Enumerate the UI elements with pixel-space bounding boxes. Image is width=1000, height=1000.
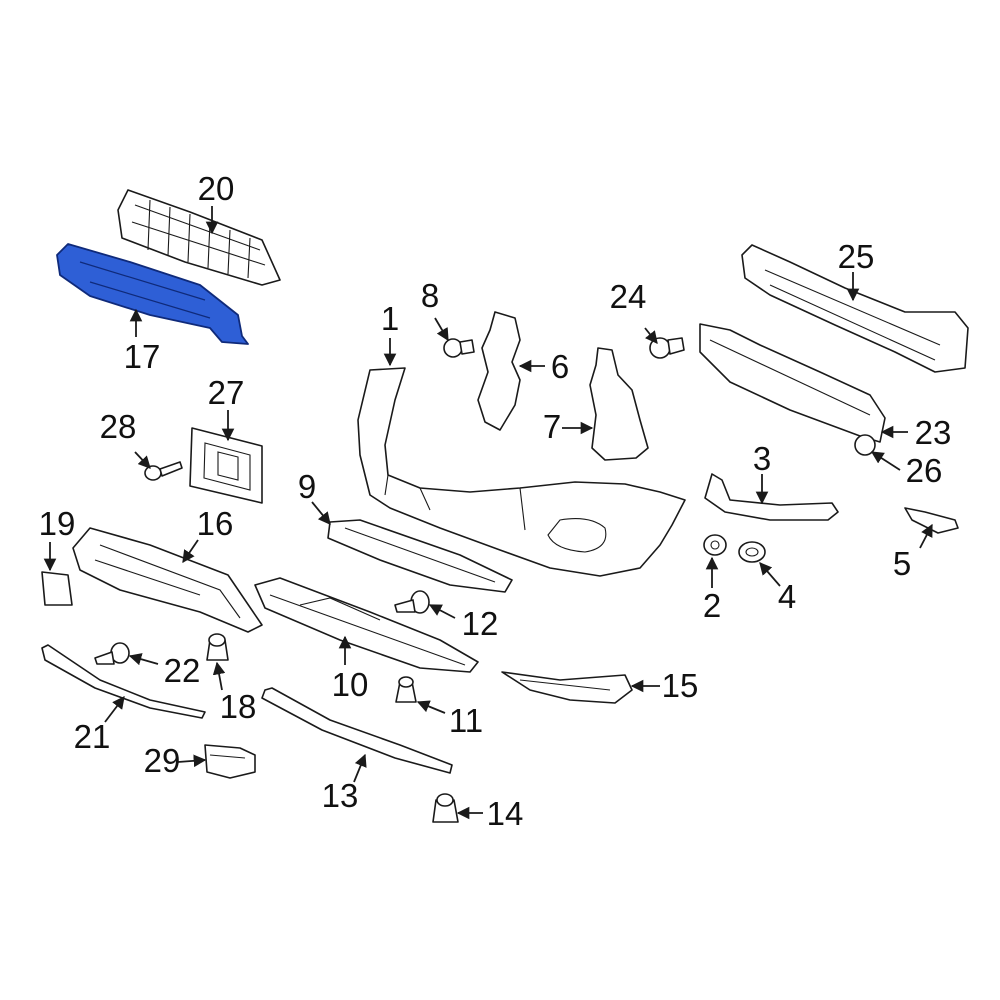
part-11-clip[interactable] — [395, 676, 417, 703]
callout-23: 23 — [915, 414, 952, 451]
callout-17: 17 — [124, 338, 161, 375]
callout-6: 6 — [551, 348, 569, 385]
part-9-under-cover[interactable] — [327, 519, 513, 593]
part-7-bracket[interactable] — [589, 347, 649, 461]
callout-27: 27 — [208, 374, 245, 411]
part-16-grille-frame[interactable] — [72, 527, 263, 633]
callout-8: 8 — [421, 277, 439, 314]
part-14-clip[interactable] — [432, 793, 459, 823]
callout-12: 12 — [462, 605, 499, 642]
callout-19: 19 — [39, 505, 76, 542]
part-4-grommet[interactable] — [738, 541, 766, 563]
part-2-fastener[interactable] — [703, 534, 727, 556]
part-5-bracket[interactable] — [904, 507, 959, 534]
part-6-bracket[interactable] — [477, 311, 521, 431]
part-21-molding[interactable] — [41, 644, 206, 719]
part-29-sensor[interactable] — [204, 744, 256, 779]
part-18-clip[interactable] — [206, 633, 229, 661]
part-10-splash-shield[interactable] — [254, 577, 479, 673]
callout-15: 15 — [662, 667, 699, 704]
callout-20: 20 — [198, 170, 235, 207]
part-19-fog-cover[interactable] — [41, 571, 73, 606]
callout-labels: 20 17 27 28 1 8 6 7 24 25 23 26 3 5 2 4 … — [39, 170, 952, 832]
part-27-license-bracket[interactable] — [189, 427, 263, 504]
callout-28: 28 — [100, 408, 137, 445]
part-3-spacer[interactable] — [704, 473, 839, 521]
callout-1: 1 — [381, 300, 399, 337]
callout-4: 4 — [778, 578, 796, 615]
callout-2: 2 — [703, 587, 721, 624]
leader-lines — [43, 206, 933, 820]
callout-10: 10 — [332, 666, 369, 703]
callout-26: 26 — [906, 452, 943, 489]
callout-18: 18 — [220, 688, 257, 725]
part-20-upper-grille[interactable] — [117, 189, 281, 286]
part-12-bolt[interactable] — [394, 590, 430, 614]
callout-7: 7 — [543, 408, 561, 445]
part-24-clip[interactable] — [649, 337, 685, 359]
callout-22: 22 — [164, 652, 201, 689]
callout-25: 25 — [838, 238, 875, 275]
callout-29: 29 — [144, 742, 181, 779]
part-26-clip[interactable] — [854, 434, 876, 456]
part-23-absorber[interactable] — [699, 323, 886, 443]
callout-9: 9 — [298, 468, 316, 505]
callout-16: 16 — [197, 505, 234, 542]
callout-21: 21 — [74, 718, 111, 755]
part-22-screw[interactable] — [94, 642, 130, 665]
part-13-lip-strip[interactable] — [261, 687, 453, 774]
part-8-clip[interactable] — [443, 338, 475, 358]
part-1-bumper-cover[interactable] — [357, 367, 686, 577]
callout-11: 11 — [449, 702, 483, 739]
part-17-lower-grille[interactable] — [56, 243, 249, 345]
callout-24: 24 — [610, 278, 647, 315]
callout-14: 14 — [487, 795, 524, 832]
part-28-screw[interactable] — [144, 461, 183, 481]
callout-13: 13 — [322, 777, 359, 814]
callout-5: 5 — [893, 545, 911, 582]
callout-3: 3 — [753, 440, 771, 477]
part-15-garnish[interactable] — [501, 671, 633, 704]
